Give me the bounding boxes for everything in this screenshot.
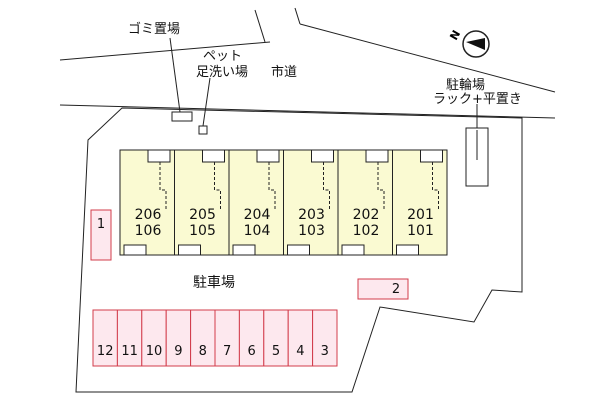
parking-spot-label: 2 (391, 282, 401, 297)
parking-spot-2 (357, 278, 409, 300)
unit-number-lower: 105 (189, 223, 216, 239)
unit-notch (420, 149, 443, 163)
parking-spot (263, 309, 289, 367)
garbage-leader (169, 37, 181, 113)
unit-entrance (123, 244, 147, 256)
unit-number-lower: 103 (298, 223, 325, 239)
building-unit (174, 149, 230, 256)
parking-spot-label: 1 (96, 217, 106, 232)
pet-wash-label-line1: ペット (203, 49, 243, 64)
unit-entrance (341, 244, 365, 256)
unit-partition (377, 162, 385, 210)
city-road-label: 市道 (271, 65, 298, 80)
unit-number-upper: 202 (352, 207, 380, 223)
unit-partition (214, 162, 221, 210)
unit-partition (268, 162, 276, 210)
parking-spot (214, 309, 240, 367)
parking-spot (287, 309, 314, 367)
unit-partition (432, 162, 439, 210)
garbage-area (171, 111, 193, 122)
parking-spot-label: 12 (96, 344, 114, 359)
unit-notch (311, 149, 334, 163)
unit-number-lower: 102 (352, 223, 380, 239)
unit-number-upper: 201 (407, 207, 434, 223)
unit-entrance (178, 244, 201, 256)
building (119, 149, 448, 256)
parking-spot-label: 7 (223, 344, 232, 359)
parking-spot-label: 11 (121, 344, 138, 359)
parking-spot (190, 309, 216, 367)
unit-number-upper: 206 (134, 207, 162, 223)
unit-number-lower: 106 (134, 223, 162, 239)
unit-notch (256, 149, 280, 163)
parking-spot-label: 5 (271, 344, 281, 359)
parking-spot (92, 309, 118, 367)
parking-lot-label: 駐車場 (193, 275, 235, 291)
road-edge-upper (59, 41, 271, 61)
road-edge-corner-left (254, 9, 266, 43)
unit-entrance (232, 244, 256, 256)
building-unit (337, 149, 393, 256)
unit-number-lower: 104 (243, 223, 271, 239)
road-edge-corner-right (294, 7, 301, 25)
garbage-area-label: ゴミ置場 (128, 22, 181, 37)
bicycle-parking-label-line2: ラック+平置き (433, 92, 522, 107)
parking-spot-label: 10 (145, 344, 163, 359)
pet-wash-leader (202, 77, 211, 127)
road-edge-diagonal (299, 23, 556, 93)
building-unit (392, 149, 448, 256)
parking-spot (312, 309, 338, 367)
unit-number-upper: 203 (298, 207, 325, 223)
svg-text:N: N (447, 28, 463, 42)
parking-spot-1 (90, 209, 112, 261)
unit-notch (202, 149, 225, 163)
parking-spot-label: 8 (198, 344, 207, 359)
unit-entrance (287, 244, 310, 256)
parking-spot-label: 3 (320, 344, 329, 359)
building-unit (283, 149, 339, 256)
bicycle-parking-label-line1: 駐輪場 (446, 78, 486, 93)
unit-number-lower: 101 (407, 223, 434, 239)
unit-notch (365, 149, 389, 163)
parking-spot (141, 309, 167, 367)
unit-number-upper: 204 (243, 207, 271, 223)
parking-spot-label: 9 (174, 344, 183, 359)
pet-wash-label-line2: 足洗い場 (196, 65, 249, 80)
unit-number-upper: 205 (189, 207, 216, 223)
parking-spot-label: 6 (247, 344, 256, 359)
parking-spot (165, 309, 192, 367)
road-edge-lower (59, 104, 556, 119)
parking-spot-label: 4 (296, 344, 305, 359)
north-arrow-icon: N (447, 28, 490, 58)
parking-row (92, 309, 338, 367)
unit-partition (323, 162, 330, 210)
unit-entrance (396, 244, 419, 256)
unit-notch (147, 149, 171, 163)
parking-spot (238, 309, 265, 367)
pet-wash-area (198, 125, 208, 135)
unit-partition (159, 162, 167, 210)
